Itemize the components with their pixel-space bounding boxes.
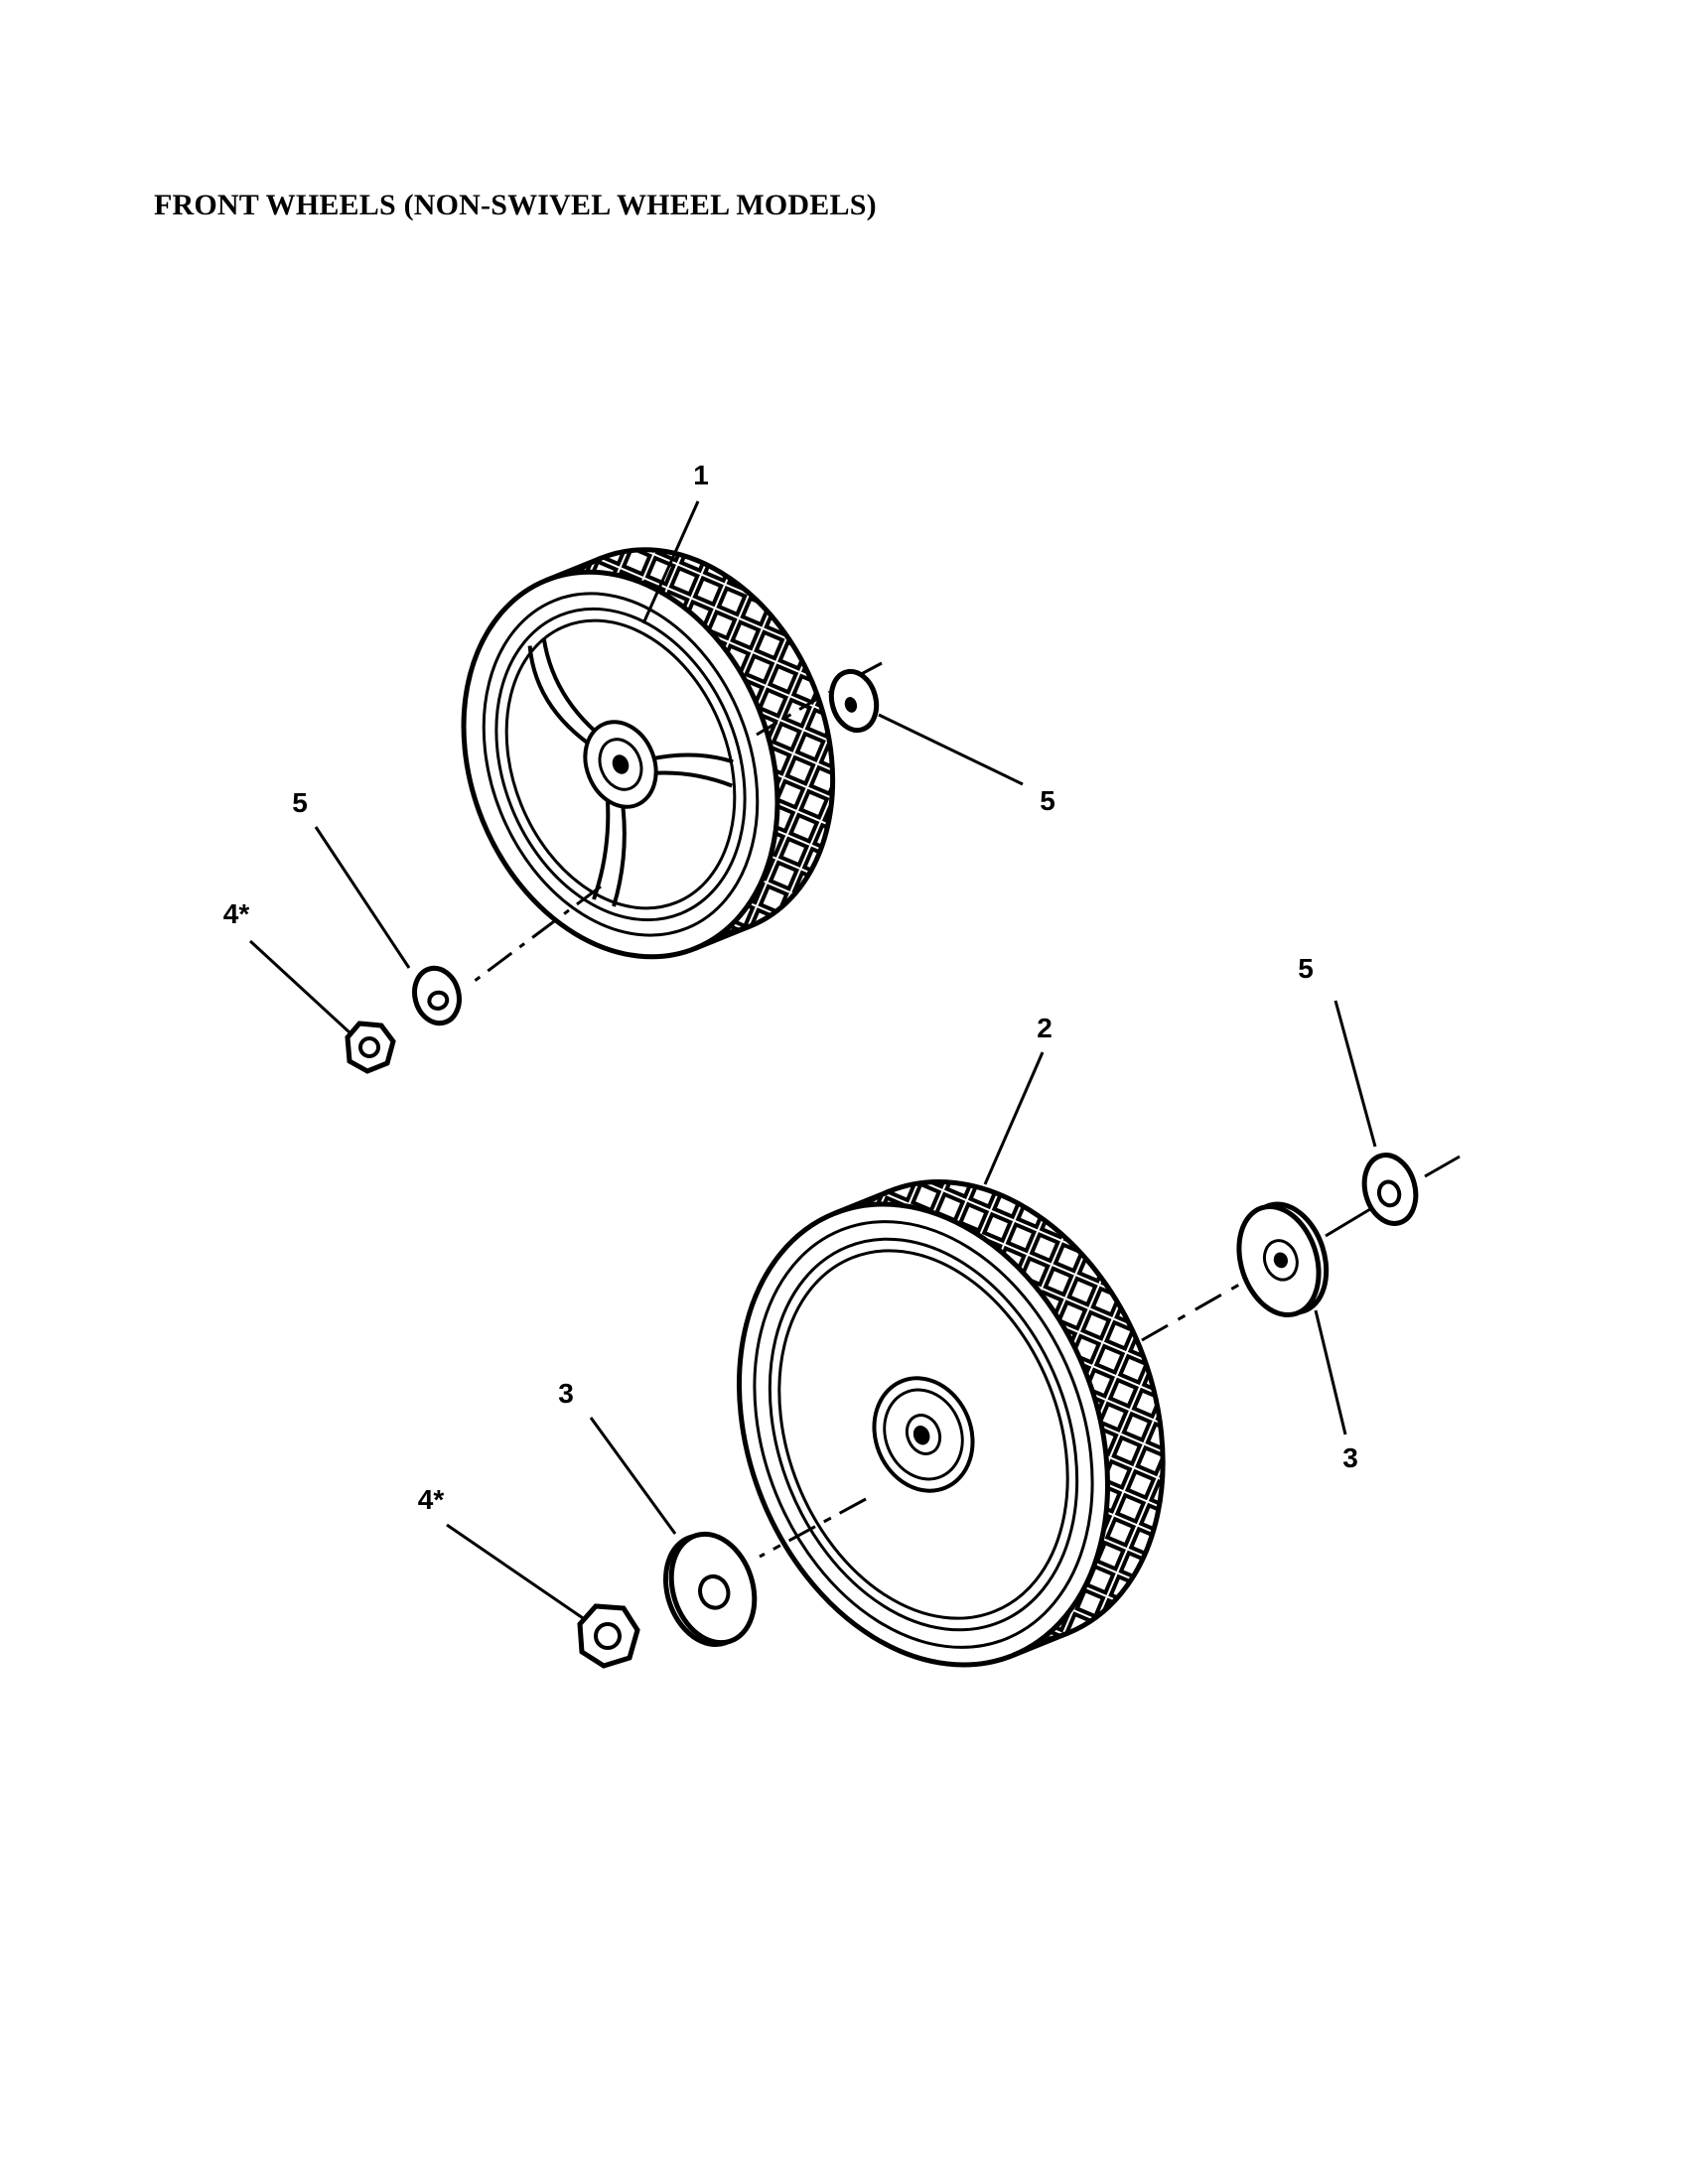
wheel-1 (461, 547, 836, 960)
hub-cap-3-right (1236, 1201, 1330, 1318)
washer-5-lower-right (1361, 1153, 1419, 1226)
nut-4-upper (345, 1021, 396, 1074)
washer-5-upper-right (828, 668, 880, 734)
callout-1: 1 (693, 460, 709, 490)
washer-5-upper-left (412, 965, 462, 1026)
callout-5-lower-right: 5 (1298, 953, 1314, 984)
callout-5-upper-left: 5 (292, 787, 308, 818)
wheel-2 (736, 1179, 1166, 1668)
callout-2: 2 (1037, 1013, 1052, 1043)
page-title: FRONT WHEELS (NON-SWIVEL WHEEL MODELS) (154, 189, 877, 221)
nut-4-lower (577, 1603, 640, 1669)
hub-cap-3-left (663, 1531, 758, 1648)
leader-lines (248, 500, 1377, 1622)
callout-3-right: 3 (1342, 1442, 1358, 1473)
callout-4-upper: 4* (223, 898, 250, 929)
callout-5-upper-right: 5 (1040, 785, 1055, 816)
callout-3-left: 3 (558, 1378, 574, 1409)
callout-4-lower: 4* (418, 1484, 445, 1515)
